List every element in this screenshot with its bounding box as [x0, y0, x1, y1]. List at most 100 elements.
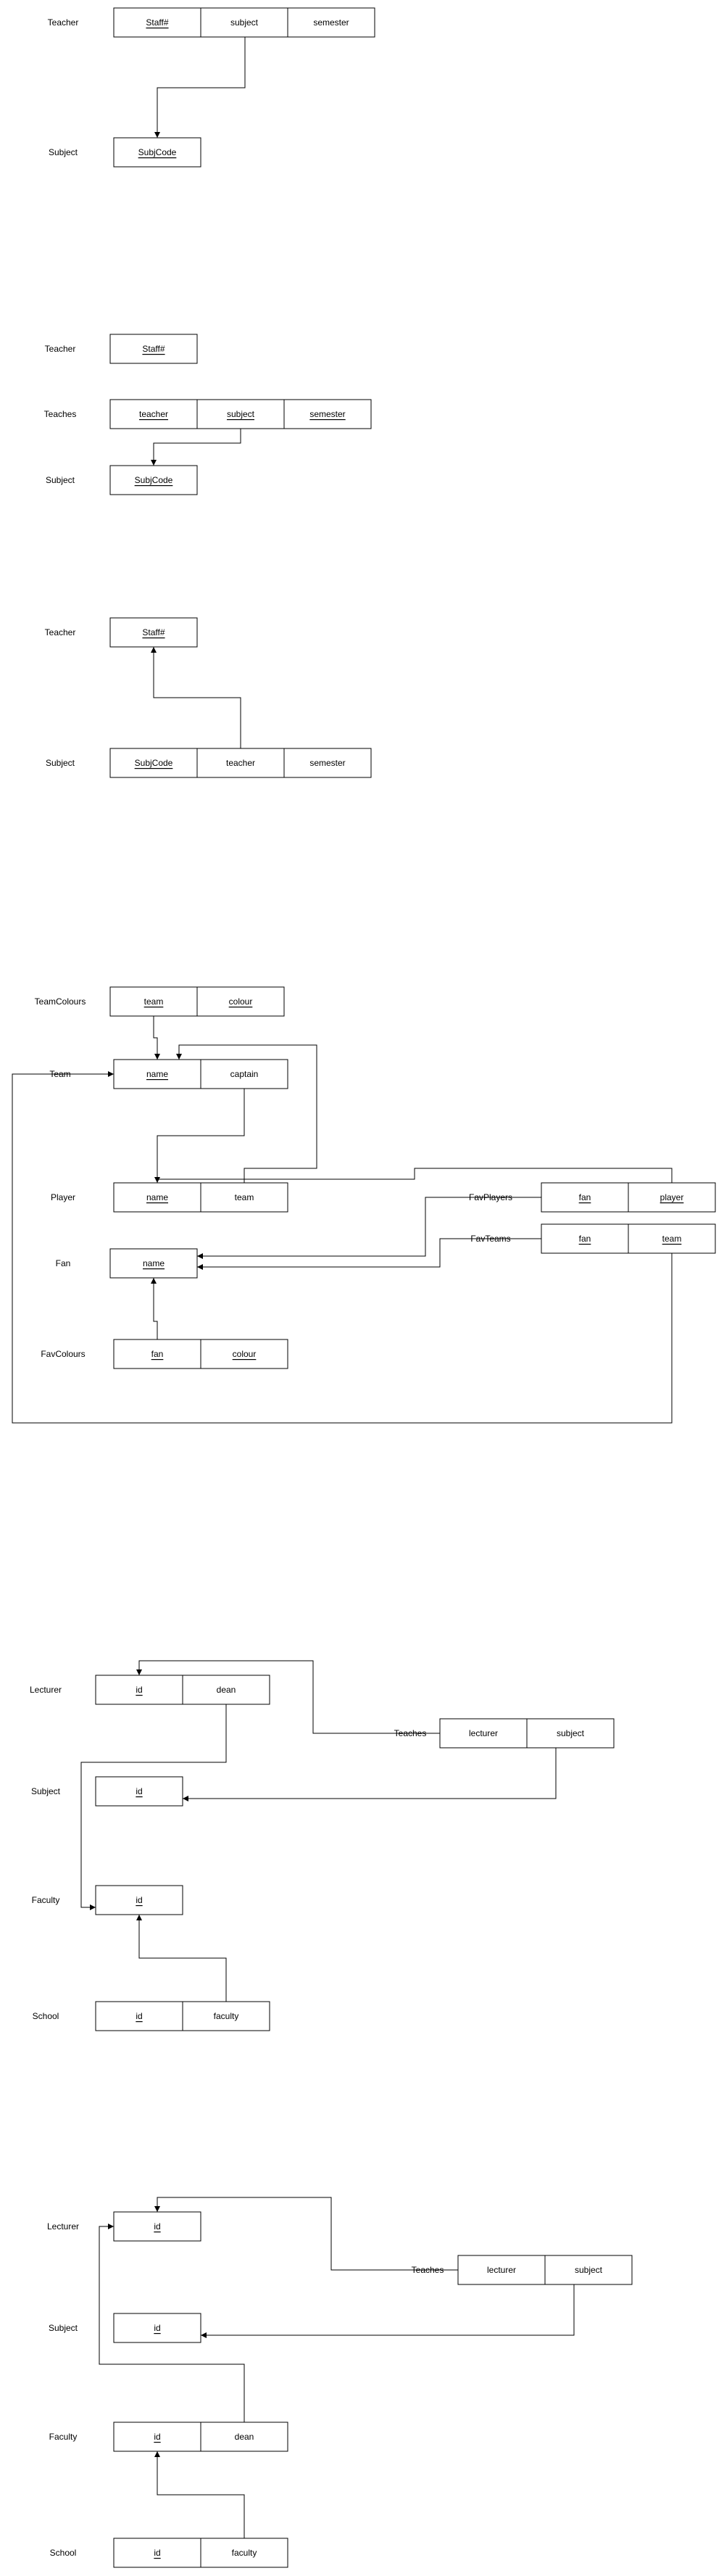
reference-arrow: [153, 1016, 160, 1060]
reference-arrow: [99, 2224, 245, 2422]
field-cell: [113, 1182, 201, 1213]
relation-name-teaches: Teaches: [394, 1728, 427, 1738]
field-subjcode: SubjCode: [138, 147, 177, 157]
field-cell: [113, 2211, 201, 2242]
field-cell: [200, 1059, 288, 1089]
relation-name-faculty: Faculty: [32, 1895, 60, 1905]
field-name: name: [146, 1192, 168, 1202]
field-id: id: [136, 1895, 142, 1905]
relation-fan: Fan name: [56, 1248, 198, 1279]
relation-name-favteams: FavTeams: [470, 1234, 510, 1244]
field-team: team: [662, 1234, 682, 1244]
field-fan: fan: [579, 1192, 591, 1202]
field-cell: [109, 617, 198, 648]
reference-arrow: [197, 1238, 541, 1270]
relation-name-subject: Subject: [31, 1786, 61, 1796]
relation-name-teamcolours: TeamColours: [35, 996, 86, 1007]
field-id: id: [154, 2323, 160, 2333]
field-cell: [196, 986, 285, 1017]
field-dean: dean: [235, 2432, 254, 2442]
field-id: id: [136, 1786, 142, 1796]
field-cell: [200, 2538, 288, 2568]
field-cell: [95, 1885, 183, 1915]
field-cell: [457, 2255, 546, 2285]
field-cell: [541, 1182, 629, 1213]
field-team: team: [144, 996, 164, 1007]
relation-name-fan: Fan: [56, 1258, 71, 1268]
reference-arrow: [136, 1915, 227, 2002]
field-subject: subject: [227, 409, 255, 419]
field-cell: [109, 334, 198, 364]
field-staff: Staff#: [146, 17, 168, 28]
relation-name-subject: Subject: [49, 147, 78, 157]
field-subjcode: SubjCode: [135, 758, 173, 768]
field-cell: [109, 748, 198, 778]
field-cell: [95, 2001, 183, 2031]
field-cell: [113, 1059, 201, 1089]
field-semester: semester: [309, 758, 345, 768]
field-cell: [200, 1339, 288, 1369]
reference-arrow: [154, 2451, 245, 2538]
relation-faculty: Faculty id: [32, 1885, 183, 1915]
field-id: id: [154, 2221, 160, 2232]
relation-name-teaches: Teaches: [44, 409, 77, 419]
field-cell: [113, 2313, 201, 2343]
relation-name-school: School: [50, 2548, 77, 2558]
field-fan: fan: [151, 1349, 164, 1359]
reference-arrow: [151, 647, 241, 748]
reference-arrow: [151, 1278, 158, 1339]
relation-name-teacher: Teacher: [45, 344, 76, 354]
reference-arrow: [183, 1748, 557, 1801]
reference-arrow: [154, 37, 246, 138]
field-cell: [541, 1223, 629, 1254]
field-cell: [200, 2422, 288, 2452]
reference-arrow: [12, 1071, 673, 1424]
field-cell: [200, 1182, 288, 1213]
field-cell: [196, 748, 285, 778]
relation-name-subject: Subject: [46, 758, 75, 768]
relation-name-lecturer: Lecturer: [47, 2221, 79, 2232]
field-staff: Staff#: [142, 627, 165, 637]
field-cell: [113, 2538, 201, 2568]
relation-subject: Subject SubjCode teacher semester: [46, 748, 372, 778]
field-cell: [113, 7, 201, 38]
field-id: id: [136, 2011, 142, 2021]
field-cell: [109, 1248, 198, 1279]
relation-name-player: Player: [51, 1192, 75, 1202]
reference-arrow: [201, 2284, 575, 2338]
field-colour: colour: [233, 1349, 257, 1359]
field-cell: [182, 1675, 270, 1705]
reference-arrow: [136, 1660, 440, 1734]
field-name: name: [143, 1258, 165, 1268]
relation-name-teacher: Teacher: [48, 17, 79, 28]
relation-name-team: Team: [49, 1069, 70, 1079]
relation-lecturer: Lecturer id: [47, 2211, 201, 2242]
field-teacher: teacher: [226, 758, 255, 768]
relation-name-lecturer: Lecturer: [30, 1685, 62, 1695]
field-cell: [283, 399, 372, 429]
field-cell: [95, 1675, 183, 1705]
relation-subject: Subject id: [31, 1776, 183, 1807]
field-cell: [628, 1223, 716, 1254]
field-subject: subject: [230, 17, 259, 28]
field-lecturer: lecturer: [487, 2265, 516, 2275]
field-cell: [95, 1776, 183, 1807]
